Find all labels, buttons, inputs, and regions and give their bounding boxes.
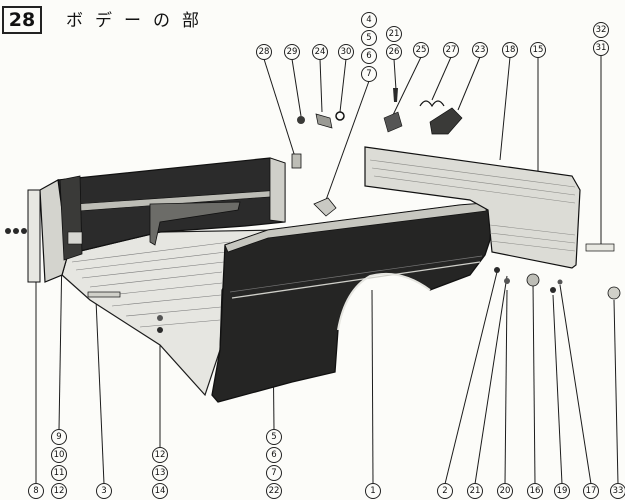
leader-33 [613, 299, 619, 485]
callout-29: 29 [284, 44, 300, 60]
callout-27: 27 [443, 42, 459, 58]
callout-4: 4 [361, 12, 377, 28]
leader-2 [444, 271, 498, 485]
tailgate [364, 146, 581, 269]
part-19-bolt [550, 287, 556, 293]
section-number: 28 [2, 6, 42, 34]
callout-20: 20 [497, 483, 513, 499]
part-26-bolt [393, 88, 398, 102]
section-title: ボデーの部 [66, 11, 211, 31]
callout-7: 7 [266, 465, 282, 481]
callout-1: 1 [365, 483, 381, 499]
part-24-latch [315, 113, 333, 129]
leader-21 [474, 275, 508, 485]
part-33-cap [607, 286, 621, 300]
callout-26: 26 [386, 44, 402, 60]
callout-9: 9 [51, 429, 67, 445]
leader-30 [339, 58, 347, 113]
callout-12: 12 [152, 447, 168, 463]
front-panel-edge [27, 189, 41, 283]
leader-18 [499, 56, 511, 161]
part-30-ring [335, 111, 345, 121]
callout-10: 10 [51, 447, 67, 463]
leader-3 [95, 299, 105, 485]
leader-19 [552, 294, 563, 485]
callout-28: 28 [256, 44, 272, 60]
part-7-bracket [313, 197, 337, 217]
leader-7 [325, 80, 370, 201]
callout-7: 7 [361, 66, 377, 82]
part-2-nut [494, 267, 500, 273]
callout-21: 21 [386, 26, 402, 42]
callout-8: 8 [28, 483, 44, 499]
callout-11: 11 [51, 465, 67, 481]
callout-21: 21 [467, 483, 483, 499]
part-23-handle [429, 107, 463, 135]
callout-6: 6 [361, 48, 377, 64]
leader-26 [393, 58, 397, 91]
leader-16 [532, 282, 536, 485]
callout-23: 23 [472, 42, 488, 58]
callout-3: 3 [96, 483, 112, 499]
part-25-hinge [383, 111, 403, 133]
leader-9 [58, 249, 63, 431]
callout-6: 6 [266, 447, 282, 463]
callout-31: 31 [593, 40, 609, 56]
leader-27 [431, 56, 452, 101]
leader-24 [319, 58, 323, 113]
callout-2: 2 [437, 483, 453, 499]
callout-16: 16 [527, 483, 543, 499]
callout-14: 14 [152, 483, 168, 499]
leader-28 [263, 58, 297, 161]
leader-17 [559, 284, 592, 485]
leader-20 [504, 289, 508, 485]
callout-5: 5 [266, 429, 282, 445]
part-29-washer [297, 116, 305, 124]
callout-15: 15 [530, 42, 546, 58]
callout-13: 13 [152, 465, 168, 481]
part-13-nut [157, 315, 163, 321]
callout-32: 32 [593, 22, 609, 38]
leader-23 [457, 56, 481, 111]
callout-22: 22 [266, 483, 282, 499]
part-17-pin [557, 279, 563, 285]
callout-30: 30 [338, 44, 354, 60]
callout-33: 33 [610, 483, 625, 499]
part-16-lamp [526, 273, 540, 287]
wheel-arch [337, 272, 431, 331]
callout-25: 25 [413, 42, 429, 58]
part-20-washer [504, 278, 510, 284]
tailgate-chain [585, 243, 615, 252]
callout-12: 12 [51, 483, 67, 499]
cross-sill [87, 291, 121, 298]
callout-19: 19 [554, 483, 570, 499]
callout-18: 18 [502, 42, 518, 58]
leader-29 [291, 58, 302, 117]
callout-24: 24 [312, 44, 328, 60]
leader-1 [371, 289, 374, 485]
callout-5: 5 [361, 30, 377, 46]
part-28-bracket [291, 153, 302, 169]
part-14-washer [157, 327, 163, 333]
callout-17: 17 [583, 483, 599, 499]
leader-25 [392, 56, 422, 116]
part-27-spring [419, 100, 445, 108]
